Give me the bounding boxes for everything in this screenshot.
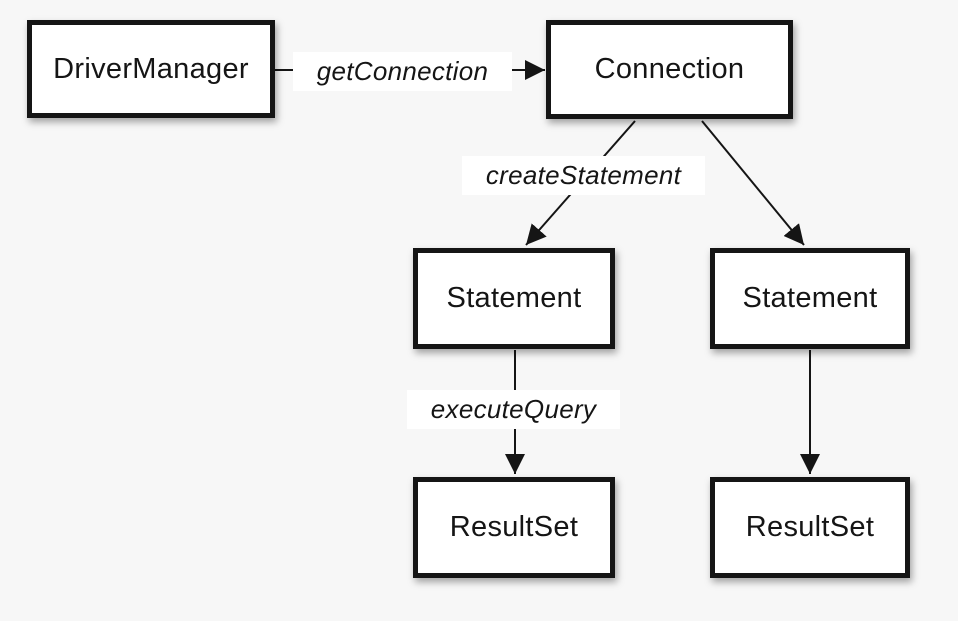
node-connection: Connection <box>546 20 793 119</box>
edge-label-getconnection: getConnection <box>293 52 512 91</box>
node-statement-right: Statement <box>710 248 910 349</box>
edge-label-createstatement: createStatement <box>462 156 705 195</box>
edge-connection-to-right-statement-arrow <box>701 120 805 246</box>
node-statement-left: Statement <box>413 248 615 349</box>
edge-label-executequery: executeQuery <box>407 390 620 429</box>
node-resultset-right: ResultSet <box>710 477 910 578</box>
node-resultset-left: ResultSet <box>413 477 615 578</box>
node-driver-manager: DriverManager <box>27 20 275 118</box>
